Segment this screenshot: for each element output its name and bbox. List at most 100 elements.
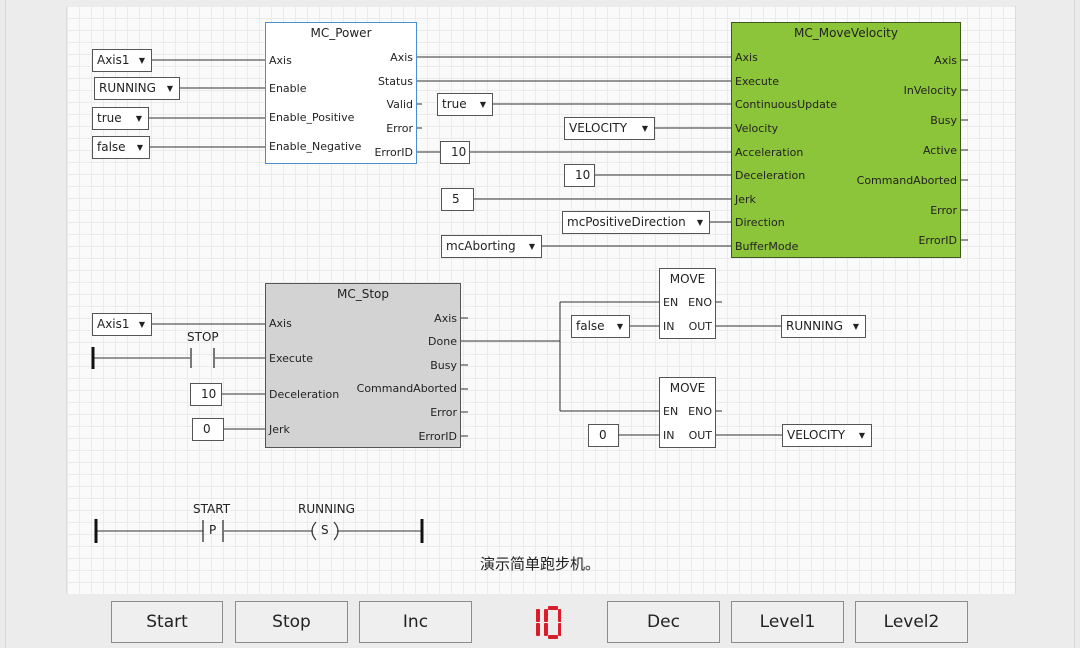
mc-power-in-enable: Enable <box>269 82 307 95</box>
stop-jerk-input[interactable]: 0 <box>192 418 224 441</box>
move2-in-en: EN <box>663 405 679 418</box>
dec-button[interactable]: Dec <box>607 601 720 643</box>
move1-in-en: EN <box>663 296 679 309</box>
mv-acceleration-input[interactable]: 10 <box>440 141 470 164</box>
move1-out-value: RUNNING <box>786 319 843 333</box>
move1-in-select[interactable]: false ▼ <box>571 315 630 338</box>
mv-in-velocity: Velocity <box>735 122 779 135</box>
mv-jerk-input[interactable]: 5 <box>441 188 474 211</box>
mv-continuous-update-value: true <box>442 97 467 111</box>
mv-in-acceleration: Acceleration <box>735 146 804 159</box>
mv-in-direction: Direction <box>735 216 785 229</box>
mv-in-deceleration: Deceleration <box>735 169 806 182</box>
level2-button[interactable]: Level2 <box>855 601 968 643</box>
start-contact-label: START <box>193 502 231 516</box>
stop-contact[interactable] <box>190 348 215 368</box>
move1-in-in: IN <box>663 320 675 333</box>
mv-in-jerk: Jerk <box>735 193 756 206</box>
move2-title: MOVE <box>669 381 706 395</box>
power-enable-negative-select[interactable]: false ▼ <box>92 136 150 159</box>
mv-in-buffer-mode: BufferMode <box>735 240 799 253</box>
move2-in-in: IN <box>663 429 675 442</box>
move2-in-input[interactable]: 0 <box>588 424 619 447</box>
running-coil-type: S <box>321 523 329 537</box>
move-block-2[interactable]: MOVE EN ENO IN OUT <box>659 377 716 448</box>
chevron-down-icon: ▼ <box>858 431 865 440</box>
mv-out-command-aborted: CommandAborted <box>856 174 957 187</box>
mc-stop-block[interactable]: MC_Stop Axis Execute Deceleration Jerk A… <box>265 283 461 448</box>
mv-velocity-value: VELOCITY <box>569 121 628 135</box>
move2-out-eno: ENO <box>688 405 712 418</box>
chevron-down-icon: ▼ <box>528 242 535 251</box>
stop-in-execute: Execute <box>269 352 313 365</box>
mc-stop-title: MC_Stop <box>336 287 389 301</box>
mc-power-in-enable-negative: Enable_Negative <box>269 140 362 153</box>
running-coil-label: RUNNING <box>298 502 355 516</box>
mv-out-errorid: ErrorID <box>918 234 957 247</box>
chevron-down-icon: ▼ <box>138 320 145 329</box>
move1-out-eno: ENO <box>688 296 712 309</box>
mc-power-out-valid: Valid <box>386 98 413 111</box>
start-contact-type: P <box>209 523 217 537</box>
power-axis-select[interactable]: Axis1 ▼ <box>92 49 152 72</box>
stop-axis-select[interactable]: Axis1 ▼ <box>92 313 152 336</box>
stop-in-jerk: Jerk <box>269 423 290 436</box>
seven-segment-display <box>536 606 561 639</box>
power-enable-select[interactable]: RUNNING▼ <box>94 77 180 100</box>
stop-out-error: Error <box>430 406 457 419</box>
mv-in-continuous-update: ContinuousUpdate <box>735 98 837 111</box>
mv-continuous-update-select[interactable]: true▼ <box>437 93 493 116</box>
move-block-1[interactable]: MOVE EN ENO IN OUT <box>659 268 716 339</box>
stop-in-axis: Axis <box>269 317 292 330</box>
stop-out-command-aborted: CommandAborted <box>356 382 457 395</box>
mc-power-in-axis: Axis <box>269 54 292 67</box>
segment-c <box>558 623 561 636</box>
segment-d <box>548 635 558 639</box>
stop-out-done: Done <box>428 335 457 348</box>
move1-in-value: false <box>576 319 605 333</box>
mc-power-out-errorid: ErrorID <box>374 146 413 159</box>
stop-button[interactable]: Stop <box>235 601 348 643</box>
power-enable-positive-select[interactable]: true▼ <box>92 107 149 130</box>
power-enable-negative-value: false <box>97 140 126 154</box>
move1-out-select[interactable]: RUNNING ▼ <box>781 315 866 338</box>
segment-b <box>536 609 540 622</box>
segment-c <box>536 623 540 636</box>
right-divider <box>1074 0 1075 648</box>
chevron-down-icon: ▼ <box>696 218 703 227</box>
mv-direction-select[interactable]: mcPositiveDirection▼ <box>562 211 710 234</box>
description-caption: 演示简单跑步机。 <box>479 555 600 573</box>
segment-a <box>548 606 558 610</box>
mc-power-out-error: Error <box>386 122 413 135</box>
chevron-down-icon: ▼ <box>616 322 623 331</box>
power-axis-value: Axis1 <box>97 53 130 67</box>
stop-out-errorid: ErrorID <box>418 430 457 443</box>
ladder-canvas <box>66 6 1016 594</box>
chevron-down-icon: ▼ <box>852 322 859 331</box>
move1-out-out: OUT <box>688 320 712 333</box>
mv-velocity-select[interactable]: VELOCITY ▼ <box>564 117 655 140</box>
mv-deceleration-input[interactable]: 10 <box>564 164 595 187</box>
segment-b <box>558 609 561 622</box>
stop-deceleration-input[interactable]: 10 <box>190 383 222 406</box>
level1-button[interactable]: Level1 <box>731 601 844 643</box>
stop-axis-value: Axis1 <box>97 317 130 331</box>
stop-out-axis: Axis <box>434 312 457 325</box>
chevron-down-icon: ▼ <box>138 56 145 65</box>
start-contact[interactable] <box>202 520 224 542</box>
mv-out-active: Active <box>922 144 957 157</box>
mc-power-in-enable-positive: Enable_Positive <box>269 111 355 124</box>
running-coil[interactable] <box>311 521 339 541</box>
mv-buffer-mode-select[interactable]: mcAborting▼ <box>441 235 542 258</box>
mc-move-velocity-block[interactable]: MC_MoveVelocity Axis Execute ContinuousU… <box>731 22 961 258</box>
mc-power-block[interactable]: MC_Power Axis Enable Enable_Positive Ena… <box>265 22 417 164</box>
start-button[interactable]: Start <box>111 601 223 643</box>
mv-in-execute: Execute <box>735 75 779 88</box>
mv-out-busy: Busy <box>930 114 957 127</box>
chevron-down-icon: ▼ <box>136 143 143 152</box>
stop-in-deceleration: Deceleration <box>269 388 340 401</box>
inc-button[interactable]: Inc <box>359 601 472 643</box>
stop-out-busy: Busy <box>430 359 457 372</box>
chevron-down-icon: ▼ <box>641 124 648 133</box>
move2-out-select[interactable]: VELOCITY▼ <box>782 424 872 447</box>
